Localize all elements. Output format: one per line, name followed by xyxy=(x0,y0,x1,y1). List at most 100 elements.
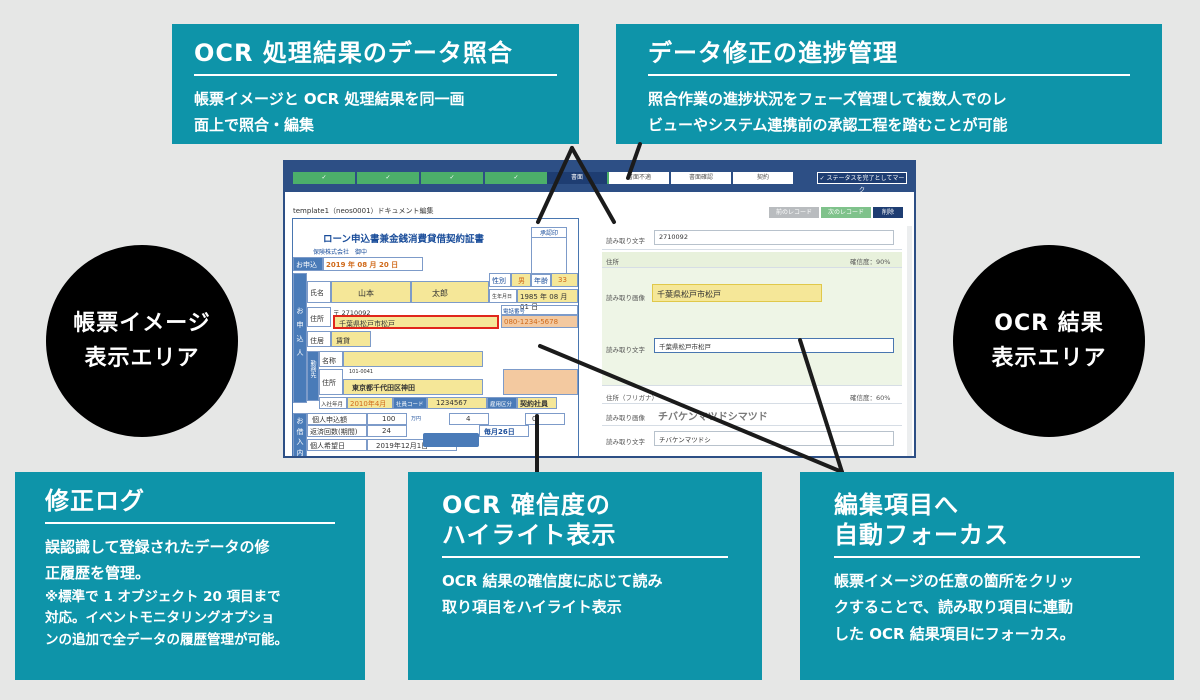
amount2: 0 xyxy=(525,413,565,425)
emp-code-label: 社員コード xyxy=(393,397,427,409)
age: 33 xyxy=(551,273,578,287)
pointer-line xyxy=(536,146,574,224)
complete-status-button[interactable]: ✓ ステータスを完了としてマーク xyxy=(817,172,907,194)
phase-bar: ✓ ✓ ✓ ✓ ✓ 書面 書面不適 書面確認 契約 ✓ ステータスを完了としてマ… xyxy=(285,162,914,194)
pointer-line xyxy=(626,142,642,180)
residence-label: 住居 xyxy=(307,331,331,347)
name-label: 氏名 xyxy=(307,281,331,303)
birth: 1985 年 08 月 01 日 xyxy=(517,289,578,311)
work-name-label: 名称 xyxy=(319,351,343,367)
progress-box: データ修正の進捗管理 照合作業の進捗状況をフェーズ管理して複数人でのレ ビューや… xyxy=(616,24,1162,144)
zip: 〒 2710092 xyxy=(333,309,371,317)
gender-label: 性別 xyxy=(489,273,511,287)
step-done: ✓ xyxy=(357,172,419,184)
read-text-row: 読み取り文字 2710092 xyxy=(602,226,902,250)
autofocus-box: 編集項目へ 自動フォーカス 帳票イメージの任意の箇所をクリッ クすることで、読み… xyxy=(800,472,1174,680)
divider xyxy=(834,556,1140,558)
first-name: 太郎 xyxy=(411,281,489,303)
log-box: 修正ログ 誤認識して登録されたデータの修 正履歴を管理。 ※標準で 1 オブジェ… xyxy=(15,472,365,680)
ocr-compare-body: 帳票イメージと OCR 処理結果を同一画 面上で照合・編集 xyxy=(194,90,465,135)
phone-label: 電話番号 xyxy=(501,305,578,315)
emp-code: 1234567 xyxy=(427,397,487,409)
autofocus-body: 帳票イメージの任意の箇所をクリッ クすることで、読み取り項目に連動 した OCR… xyxy=(834,572,1075,643)
work-label: 勤務先 xyxy=(307,351,319,401)
log-note: ※標準で 1 オブジェクト 20 項目まで 対応。イベントモニタリングオプショ … xyxy=(45,588,288,648)
log-title: 修正ログ xyxy=(45,487,145,515)
work-name xyxy=(343,351,483,367)
address-value[interactable]: 千葉県松戸市松戸 xyxy=(333,315,499,329)
progress-title: データ修正の進捗管理 xyxy=(648,39,898,67)
pointer-line xyxy=(570,146,616,224)
divider xyxy=(194,74,557,76)
read-image-highlight: 千葉県松戸市松戸 xyxy=(652,284,822,302)
age-label: 年齢 xyxy=(531,273,551,287)
income-label: 個人申込額 xyxy=(307,413,367,425)
phone: 080-1234-5678 xyxy=(501,315,578,328)
amount: 4 xyxy=(449,413,489,425)
emp-type-label: 雇用区分 xyxy=(487,397,517,409)
income: 100 xyxy=(367,413,407,425)
divider xyxy=(45,522,335,524)
phase-item[interactable]: 書面不適 xyxy=(609,172,669,184)
confidence-box: OCR 確信度の ハイライト表示 OCR 結果の確信度に応じて読み 取り項目をハ… xyxy=(408,472,762,680)
side-label-applicant: お申込人 xyxy=(293,273,307,403)
log-body: 誤認識して登録されたデータの修 正履歴を管理。 xyxy=(45,538,270,583)
residence: 賃貸 xyxy=(331,331,371,347)
apply-date: 2019 年 08 月 20 日 xyxy=(323,257,423,271)
address-text-input[interactable]: 千葉県松戸市松戸 xyxy=(654,338,894,353)
pointer-line xyxy=(798,338,844,474)
phase-item[interactable]: 書面確認 xyxy=(671,172,731,184)
company: 保険株式会社 御中 xyxy=(313,249,368,256)
last-name: 山本 xyxy=(331,281,411,303)
progress-body: 照合作業の進捗状況をフェーズ管理して複数人でのレ ビューやシステム連携前の承認工… xyxy=(648,90,1008,135)
repay-day: 毎月26日 xyxy=(479,425,529,437)
doc-title: template1（neos0001）ドキュメント編集 xyxy=(293,207,434,215)
pointer-line xyxy=(538,344,844,474)
step-done: ✓ xyxy=(485,172,547,184)
address-label: 住所 xyxy=(307,307,331,327)
divider xyxy=(648,74,1130,76)
work-zip: 101-0041 xyxy=(349,369,374,375)
approval-stamp-box: 承認印 xyxy=(531,227,567,275)
confidence-60: 確信度：60% xyxy=(850,394,891,402)
ocr-result-pane: 前のレコード 次のレコード 削除 読み取り文字 2710092 住所 確信度：9… xyxy=(597,192,914,456)
work-phone xyxy=(503,369,578,395)
scrollbar[interactable] xyxy=(907,226,912,456)
income-unit: 万円 xyxy=(411,416,422,422)
ocr-compare-box: OCR 処理結果のデータ照合 帳票イメージと OCR 処理結果を同一画 面上で照… xyxy=(172,24,579,144)
side-label-loan: お借入内 xyxy=(293,413,307,456)
confidence-90: 確信度：90% xyxy=(850,258,891,266)
prev-record-button[interactable]: 前のレコード xyxy=(769,207,819,218)
join: 2010年4月 xyxy=(347,397,393,409)
gender: 男 xyxy=(511,273,531,287)
work-address: 東京都千代田区神田 xyxy=(343,379,483,395)
phase-item[interactable]: 契約 xyxy=(733,172,793,184)
step-done: ✓ xyxy=(293,172,355,184)
kana-section: 住所（フリガナ） 確信度：60% xyxy=(602,388,902,404)
address-body: 読み取り画像 千葉県松戸市松戸 読み取り文字 千葉県松戸市松戸 xyxy=(602,268,902,386)
join-label: 入社年月 xyxy=(319,397,347,409)
image-area-circle: 帳票イメージ 表示エリア xyxy=(46,245,238,437)
confidence-title: OCR 確信度の ハイライト表示 xyxy=(442,491,617,549)
birth-label: 生年月日 xyxy=(489,289,517,303)
work-address-label: 住所 xyxy=(319,369,343,395)
desired-label: 個人希望日 xyxy=(307,439,367,451)
divider xyxy=(442,556,728,558)
repay-label: 返済回数(期間) xyxy=(307,425,367,437)
loan-form-image[interactable]: ローン申込書兼金銭消費貸借契約証書 承認印 保険株式会社 御中 お申込日 201… xyxy=(292,218,579,456)
next-record-button[interactable]: 次のレコード xyxy=(821,207,871,218)
address-section: 住所 確信度：90% xyxy=(602,252,902,268)
ocr-area-circle: OCR 結果 表示エリア xyxy=(953,245,1145,437)
app-screenshot: ✓ ✓ ✓ ✓ ✓ 書面 書面不適 書面確認 契約 ✓ ステータスを完了としてマ… xyxy=(283,160,916,458)
delete-button[interactable]: 削除 xyxy=(873,207,903,218)
read-text-input[interactable]: 2710092 xyxy=(654,230,894,245)
step-done: ✓ xyxy=(421,172,483,184)
form-title: ローン申込書兼金銭消費貸借契約証書 xyxy=(323,234,485,245)
confidence-body: OCR 結果の確信度に応じて読み 取り項目をハイライト表示 xyxy=(442,572,663,617)
document-pane: template1（neos0001）ドキュメント編集 ローン申込書兼金銭消費貸… xyxy=(285,192,595,456)
zoom-toolbar[interactable] xyxy=(423,433,479,447)
autofocus-title: 編集項目へ 自動フォーカス xyxy=(834,491,1009,549)
emp-type: 契約社員 xyxy=(517,397,557,409)
ocr-compare-title: OCR 処理結果のデータ照合 xyxy=(194,39,513,67)
